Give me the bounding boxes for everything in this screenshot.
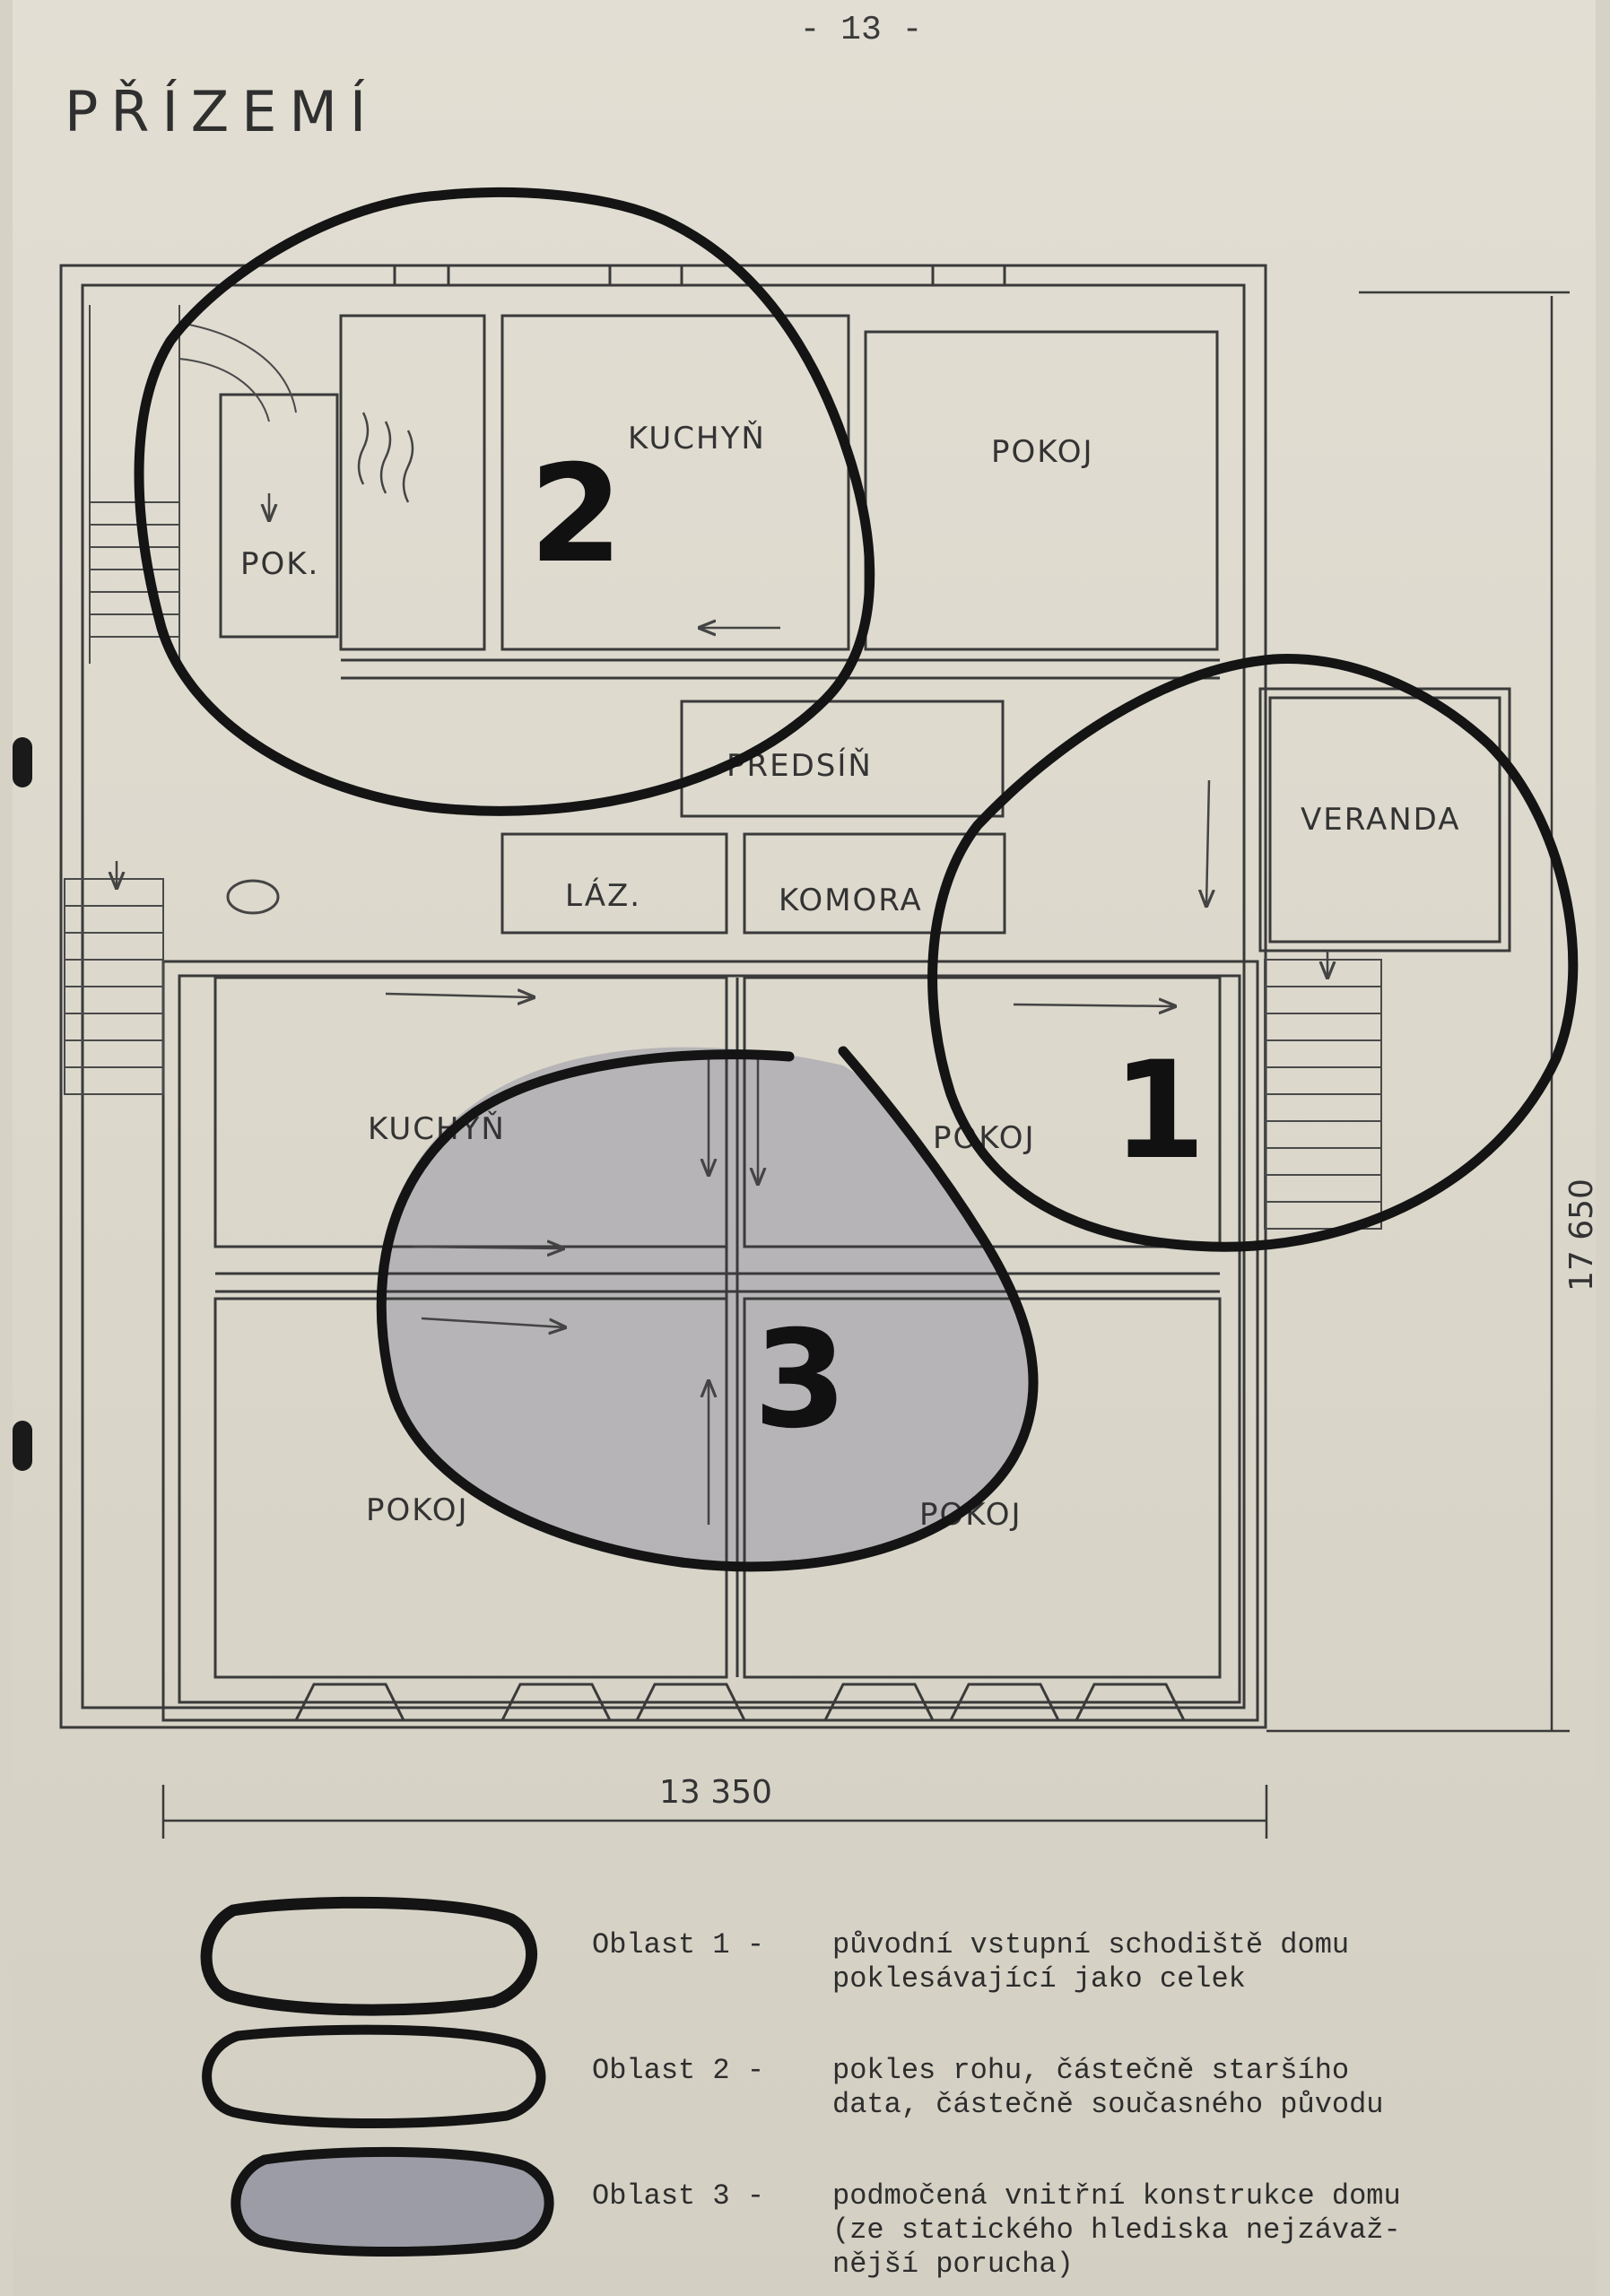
- label-pokoj-bottom-left: POKOJ: [366, 1492, 469, 1528]
- staircase-top-left: [89, 305, 180, 664]
- area-2-outline: [134, 187, 875, 816]
- binder-hole-bottom: [13, 1421, 32, 1471]
- room-veranda: [1258, 687, 1511, 952]
- area-3-outline: [376, 1046, 1039, 1572]
- legend-swatch-1: [200, 1896, 537, 2016]
- legend-text-1: původní vstupní schodiště domu poklesáva…: [832, 1928, 1350, 1996]
- label-kuchyn-top: KUCHYŇ: [628, 420, 766, 457]
- area-1-number: 1: [1112, 1033, 1205, 1189]
- page-number: - 13 -: [799, 11, 923, 49]
- label-pokoj-top: POKOJ: [991, 434, 1094, 470]
- room-komora: [743, 832, 1006, 935]
- legend-text-2: pokles rohu, částečně staršího data, čás…: [832, 2054, 1384, 2121]
- legend-label-1: Oblast 1 -: [592, 1928, 765, 1961]
- legend-label-2: Oblast 2 -: [592, 2054, 765, 2087]
- legend-swatch-3: [231, 2146, 554, 2257]
- room-pok: [219, 393, 339, 639]
- room-laz: [500, 832, 728, 935]
- legend-text-3: podmočená vnitřní konstrukce domu (ze st…: [832, 2179, 1401, 2281]
- dimension-height-label: 17 650: [1563, 1178, 1600, 1292]
- arrow-veranda: [1206, 779, 1209, 906]
- page-title: PŘÍZEMÍ: [65, 79, 379, 144]
- label-komora: KOMORA: [779, 883, 923, 918]
- area-3-shading: [377, 1047, 1034, 1567]
- room-predsin: [680, 700, 1005, 818]
- room-pokoj-bottom-right: [743, 1297, 1222, 1679]
- area-3-number: 3: [753, 1302, 847, 1458]
- arrow-zone1: [1013, 1004, 1175, 1006]
- binder-hole-top: [13, 737, 32, 787]
- legend-swatch-2: [202, 2024, 546, 2129]
- room-pokoj-top: [864, 330, 1219, 651]
- room-kuchyn-top: [500, 314, 850, 651]
- area-1-outline: [927, 654, 1579, 1252]
- label-veranda: VERANDA: [1301, 802, 1461, 838]
- legend-label-3: Oblast 3 -: [592, 2179, 765, 2213]
- area-2-number: 2: [529, 437, 622, 593]
- toilet-symbol: [226, 879, 280, 915]
- floor-plan: KUCHYŇ POKOJ POK. PŘEDSÍŇ VERANDA LÁZ. K…: [59, 187, 1600, 1839]
- label-laz: LÁZ.: [565, 877, 641, 914]
- dimension-width-label: 13 350: [659, 1774, 772, 1811]
- label-pok: POK.: [240, 546, 319, 582]
